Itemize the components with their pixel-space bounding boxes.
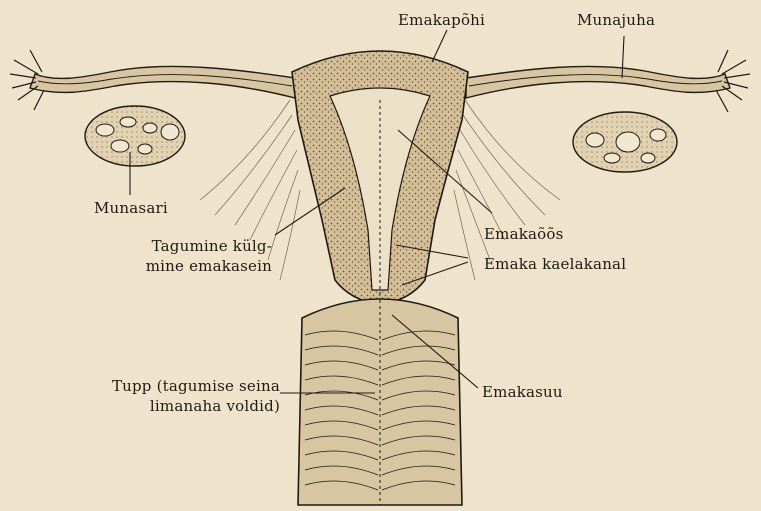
label-cervical-canal: Emaka kaelakanal [484, 254, 626, 274]
uterus-body [292, 51, 468, 305]
leader-fundus [432, 30, 447, 62]
fallopian-tube-right [466, 50, 750, 112]
label-wall-line1: Tagumine külg- [100, 236, 272, 256]
vagina [298, 299, 462, 505]
fallopian-tube-left [10, 50, 295, 110]
label-os: Emakasuu [482, 382, 563, 402]
label-vagina-line2: limanaha voldid) [40, 396, 280, 416]
label-fundus: Emakapõhi [398, 10, 485, 30]
label-ovary: Munasari [94, 198, 168, 218]
label-vagina-line1: Tupp (tagumise seina [40, 376, 280, 396]
label-fallopian-tube: Munajuha [577, 10, 655, 30]
label-cavity: Emakaõõs [484, 224, 564, 244]
ovary-left [85, 106, 185, 166]
ovary-right [573, 112, 677, 172]
label-wall-line2: mine emakasein [100, 256, 272, 276]
